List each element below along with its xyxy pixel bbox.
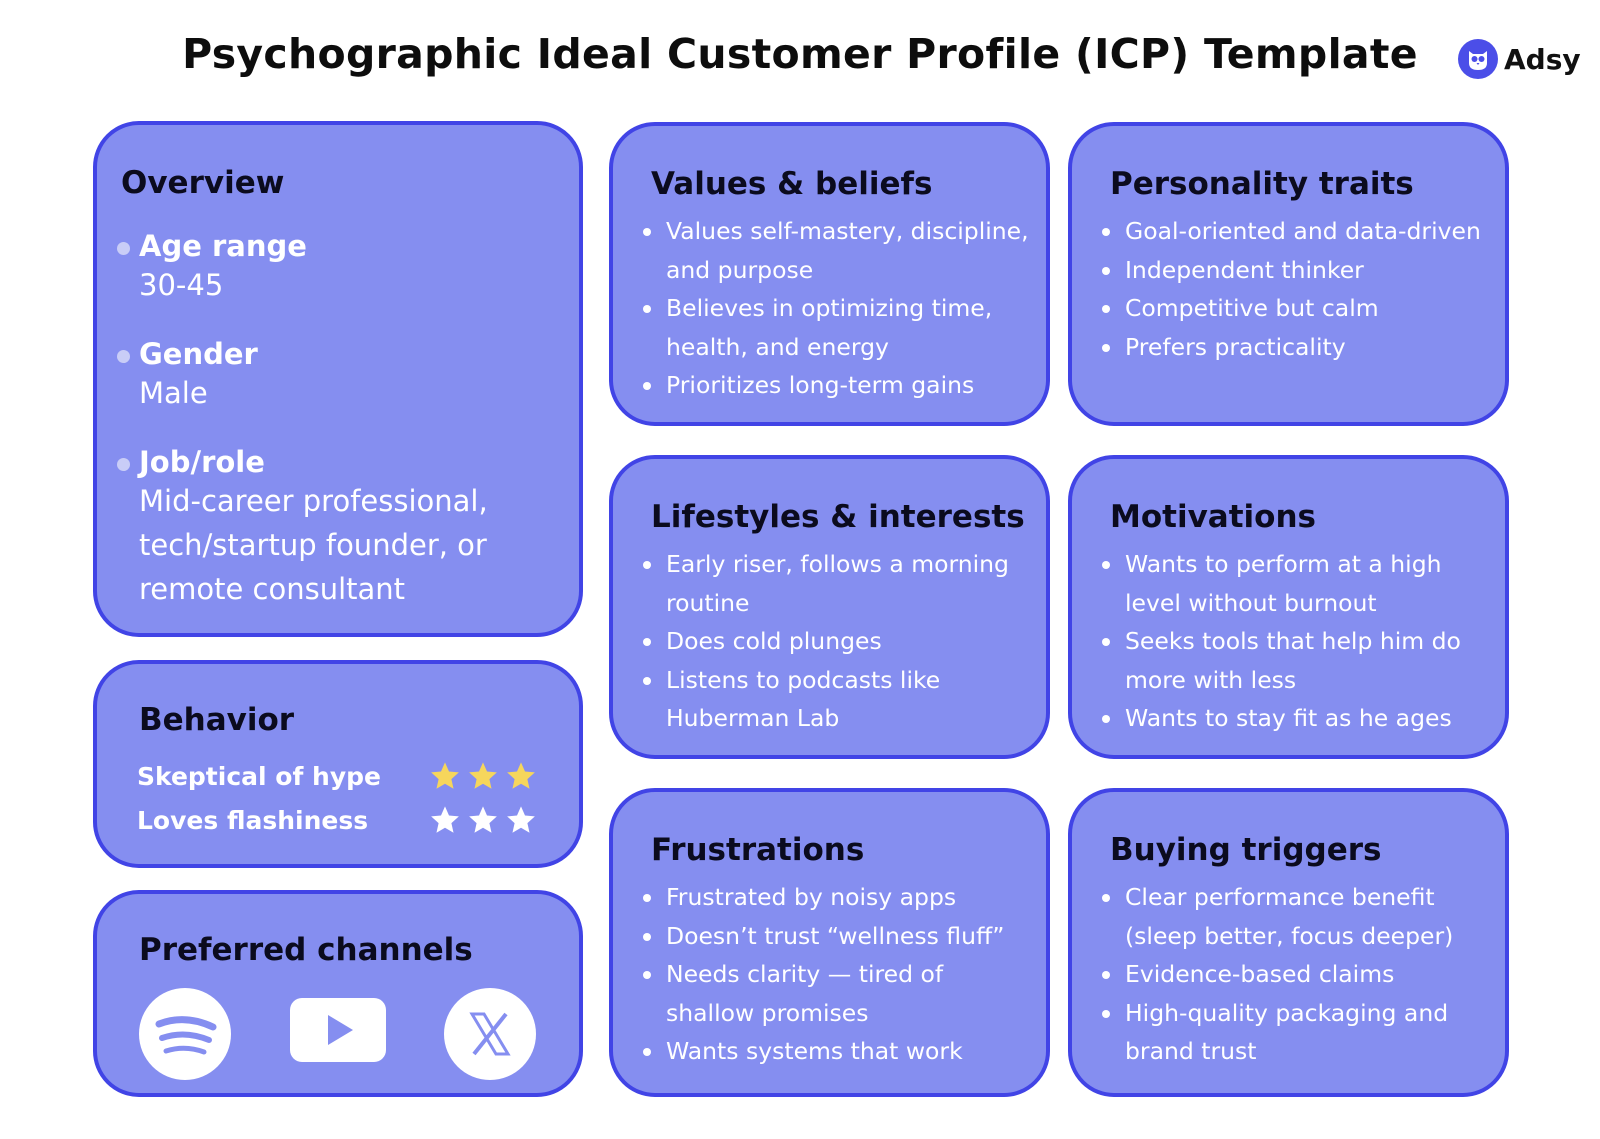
behavior-card: Behavior Skeptical of hype Loves flashin… xyxy=(93,660,583,868)
x-icon[interactable] xyxy=(444,988,536,1084)
overview-value: Male xyxy=(139,376,208,410)
triggers-card: Buying triggers Clear performance benefi… xyxy=(1068,788,1509,1097)
overview-label: Gender xyxy=(117,337,258,371)
frustrations-list: Frustrated by noisy apps Doesn’t trust “… xyxy=(643,878,1038,1071)
lifestyles-card: Lifestyles & interests Early riser, foll… xyxy=(609,455,1050,759)
list-item: Independent thinker xyxy=(1102,251,1497,290)
star-icon xyxy=(431,762,459,789)
overview-label: Job/role xyxy=(117,445,537,479)
spotify-icon[interactable] xyxy=(139,988,231,1084)
youtube-icon[interactable] xyxy=(290,998,386,1066)
channels-card: Preferred channels xyxy=(93,890,583,1097)
rating-stars xyxy=(429,760,537,792)
list-item: Doesn’t trust “wellness fluff” xyxy=(643,917,1038,956)
behavior-label: Skeptical of hype xyxy=(137,761,381,791)
star-icon xyxy=(469,762,497,789)
list-item: Wants systems that work xyxy=(643,1032,1038,1071)
list-item: Frustrated by noisy apps xyxy=(643,878,1038,917)
owl-logo-icon xyxy=(1458,39,1498,79)
overview-card: Overview Age range 30-45 Gender Male Job… xyxy=(93,121,583,637)
list-item: Seeks tools that help him do more with l… xyxy=(1102,622,1497,699)
frustrations-title: Frustrations xyxy=(651,832,865,868)
channels-title: Preferred channels xyxy=(139,932,473,968)
list-item: Does cold plunges xyxy=(643,622,1038,661)
values-title: Values & beliefs xyxy=(651,166,933,202)
motivations-title: Motivations xyxy=(1110,499,1316,535)
lifestyles-title: Lifestyles & interests xyxy=(651,499,1025,535)
overview-title: Overview xyxy=(121,165,285,201)
overview-value: 30-45 xyxy=(139,268,224,302)
list-item: Prefers practicality xyxy=(1102,328,1497,367)
motivations-card: Motivations Wants to perform at a high l… xyxy=(1068,455,1509,759)
rating-stars xyxy=(429,804,537,836)
star-icon xyxy=(507,762,535,789)
personality-card: Personality traits Goal-oriented and dat… xyxy=(1068,122,1509,426)
star-icon xyxy=(507,806,535,833)
list-item: Competitive but calm xyxy=(1102,289,1497,328)
triggers-list: Clear performance benefit (sleep better,… xyxy=(1102,878,1497,1071)
list-item: Listens to podcasts like Huberman Lab xyxy=(643,661,1038,738)
brand: Adsy xyxy=(1458,38,1581,80)
overview-item-age: Age range 30-45 xyxy=(117,229,307,307)
list-item: Prioritizes long-term gains xyxy=(643,366,1038,405)
list-item: Wants to perform at a high level without… xyxy=(1102,545,1497,622)
list-item: Evidence-based claims xyxy=(1102,955,1497,994)
personality-title: Personality traits xyxy=(1110,166,1414,202)
behavior-row: Skeptical of hype xyxy=(137,756,537,796)
overview-value: Mid-career professional, tech/startup fo… xyxy=(139,484,488,606)
triggers-title: Buying triggers xyxy=(1110,832,1382,868)
behavior-row: Loves flashiness xyxy=(137,800,537,840)
list-item: Believes in optimizing time, health, and… xyxy=(643,289,1038,366)
list-item: Values self-mastery, discipline, and pur… xyxy=(643,212,1038,289)
brand-name: Adsy xyxy=(1504,42,1581,76)
motivations-list: Wants to perform at a high level without… xyxy=(1102,545,1497,738)
star-icon xyxy=(431,806,459,833)
values-list: Values self-mastery, discipline, and pur… xyxy=(643,212,1038,405)
list-item: High-quality packaging and brand trust xyxy=(1102,994,1497,1071)
overview-item-job: Job/role Mid-career professional, tech/s… xyxy=(117,445,537,611)
lifestyles-list: Early riser, follows a morning routine D… xyxy=(643,545,1038,738)
page-title: Psychographic Ideal Customer Profile (IC… xyxy=(182,30,1418,78)
behavior-title: Behavior xyxy=(139,702,295,738)
list-item: Goal-oriented and data-driven xyxy=(1102,212,1497,251)
list-item: Wants to stay fit as he ages xyxy=(1102,699,1497,738)
behavior-label: Loves flashiness xyxy=(137,805,369,835)
overview-item-gender: Gender Male xyxy=(117,337,258,415)
star-icon xyxy=(469,806,497,833)
personality-list: Goal-oriented and data-driven Independen… xyxy=(1102,212,1497,366)
list-item: Clear performance benefit (sleep better,… xyxy=(1102,878,1497,955)
values-card: Values & beliefs Values self-mastery, di… xyxy=(609,122,1050,426)
list-item: Early riser, follows a morning routine xyxy=(643,545,1038,622)
overview-label: Age range xyxy=(117,229,307,263)
frustrations-card: Frustrations Frustrated by noisy apps Do… xyxy=(609,788,1050,1097)
list-item: Needs clarity — tired of shallow promise… xyxy=(643,955,1038,1032)
